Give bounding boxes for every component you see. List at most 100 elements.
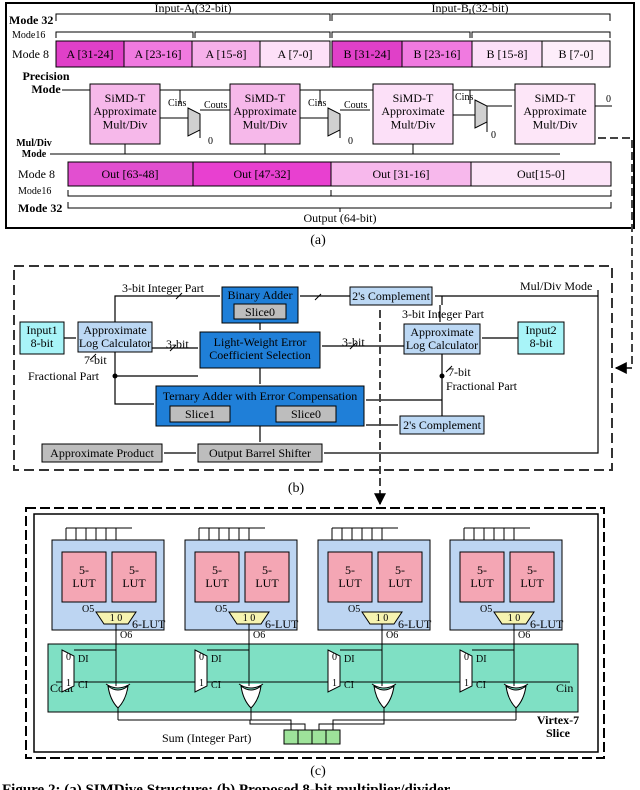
lut5-right-label-3: 5-LUT bbox=[388, 563, 412, 590]
lut5-left-label-3: 5-LUT bbox=[338, 563, 362, 590]
bits7-left-label: 7-bit bbox=[84, 353, 107, 367]
cins-label-3: Cins bbox=[455, 92, 473, 103]
lut5-left-label-2: 5-LUT bbox=[205, 563, 229, 590]
fractional-part-right: Fractional Part bbox=[446, 379, 518, 393]
out-slice-4-label: Out[15-0] bbox=[517, 167, 565, 181]
carry-mux-zero-2: 0 bbox=[199, 652, 204, 663]
panel-a: Input-A (32-bit) Input-B (32-bit) Mode 3… bbox=[5, 1, 635, 248]
out-slice-2 bbox=[192, 161, 332, 187]
input-b-brace bbox=[331, 9, 611, 21]
carry-mux-c-3 bbox=[327, 649, 341, 693]
o5-label-3: O5 bbox=[348, 604, 360, 615]
cins-label-2: Cins bbox=[308, 98, 326, 109]
lut5-right-label-2: 5-LUT bbox=[255, 563, 279, 590]
carry-chain bbox=[47, 643, 579, 713]
barrel-shifter-label: Output Barrel Shifter bbox=[209, 446, 311, 460]
carry-mux-one-3: 1 bbox=[332, 678, 337, 689]
out-slice-1-label: Out [63-48] bbox=[102, 167, 159, 181]
lut-mux-label-3: 1 0 bbox=[376, 613, 389, 624]
b-slice-3 bbox=[471, 40, 543, 68]
panel-a-caption: (a) bbox=[310, 233, 326, 248]
carry-mux-c-1 bbox=[61, 649, 75, 693]
approx-product-label: Approximate Product bbox=[50, 446, 154, 460]
lut-wires-1 bbox=[74, 624, 119, 720]
slash-marks-b bbox=[89, 292, 453, 373]
out-slice-3-label: Out [31-16] bbox=[373, 167, 430, 181]
twos-complement-bottom-label: 2's Complement bbox=[403, 418, 481, 432]
ternary-slice0 bbox=[275, 405, 337, 423]
ternary-slice1 bbox=[169, 405, 231, 423]
mode16-label-bottom: Mode16 bbox=[18, 186, 51, 197]
out-slice-3 bbox=[330, 161, 472, 187]
sum-cell-2 bbox=[297, 729, 313, 745]
precision-mode-line bbox=[62, 89, 560, 104]
o6-label-1: O6 bbox=[120, 630, 132, 641]
junction-right bbox=[439, 373, 445, 379]
approx-product-block bbox=[41, 443, 163, 463]
carry-mux-one-2: 1 bbox=[199, 678, 204, 689]
lut6-label-1: 6-LUT bbox=[132, 617, 166, 631]
b-slice-1-label: B [31-24] bbox=[344, 47, 391, 61]
sum-label: Sum (Integer Part) bbox=[162, 731, 251, 745]
a-slice-1 bbox=[55, 40, 125, 68]
input-a-brace bbox=[55, 9, 331, 21]
a-slice-3-label: A [15-8] bbox=[206, 47, 247, 61]
lut5-right-label-4: 5-LUT bbox=[520, 563, 544, 590]
lut5-left-label-4: 5-LUT bbox=[470, 563, 494, 590]
di-label-3: DI bbox=[344, 654, 355, 665]
carry-mux-c-2 bbox=[194, 649, 208, 693]
xor-gate-2 bbox=[238, 683, 264, 709]
lut5-right-1 bbox=[111, 551, 157, 603]
lut-mux-label-2: 1 0 bbox=[243, 613, 256, 624]
sum-cell-3 bbox=[311, 729, 327, 745]
mode16-label-top: Mode16 bbox=[12, 30, 45, 41]
a-slice-4 bbox=[259, 40, 331, 68]
couts-label-1: Couts bbox=[204, 100, 227, 111]
mode32-label-bottom: Mode 32 bbox=[18, 201, 62, 215]
junction-left bbox=[112, 373, 118, 379]
carry-wires bbox=[160, 105, 612, 138]
mul-div-mode-b-label: Mul/Div Mode bbox=[520, 279, 592, 293]
ci-label-3: CI bbox=[344, 680, 354, 691]
carry-mux-one-4: 1 bbox=[464, 678, 469, 689]
a-slice-2-label: A [23-16] bbox=[135, 47, 182, 61]
o5-label-1: O5 bbox=[82, 604, 94, 615]
output-label: Output (64-bit) bbox=[304, 211, 377, 225]
zero-label-2: 0 bbox=[348, 136, 353, 147]
lut-mux-1 bbox=[95, 611, 137, 625]
lut5-left-1 bbox=[61, 551, 107, 603]
di-label-1: DI bbox=[78, 654, 89, 665]
bits3-right-label: 3-bit bbox=[342, 335, 365, 349]
simd-unit-3 bbox=[372, 83, 454, 145]
lut-mux-3 bbox=[361, 611, 403, 625]
lut5-right-2 bbox=[244, 551, 290, 603]
o6-label-2: O6 bbox=[253, 630, 265, 641]
b-slice-2-label: B [23-16] bbox=[414, 47, 461, 61]
carry-mux-c-4 bbox=[459, 649, 473, 693]
out-slice-4 bbox=[470, 161, 612, 187]
lut-wires-3 bbox=[340, 624, 385, 720]
lut5-left-3 bbox=[327, 551, 373, 603]
binary-adder-label: Binary Adder bbox=[228, 288, 293, 302]
mode8-label-top: Mode 8 bbox=[12, 47, 49, 61]
zero-label-1: 0 bbox=[208, 136, 213, 147]
int-part-left-label: 3-bit Integer Part bbox=[122, 281, 205, 295]
sum-cell-4 bbox=[325, 729, 341, 745]
carry-mux-one-1: 1 bbox=[66, 678, 71, 689]
lut5-left-4 bbox=[459, 551, 505, 603]
lut6-label-2: 6-LUT bbox=[265, 617, 299, 631]
zero-label-4: 0 bbox=[606, 94, 611, 105]
cins-label-1: Cins bbox=[168, 98, 186, 109]
lut-mux-label-4: 1 0 bbox=[508, 613, 521, 624]
panel-b-wires bbox=[64, 290, 599, 454]
barrel-shifter-block bbox=[197, 443, 323, 463]
lut5-right-4 bbox=[509, 551, 555, 603]
panel-c-caption: (c) bbox=[310, 764, 326, 779]
lut-wires-4 bbox=[472, 624, 517, 720]
